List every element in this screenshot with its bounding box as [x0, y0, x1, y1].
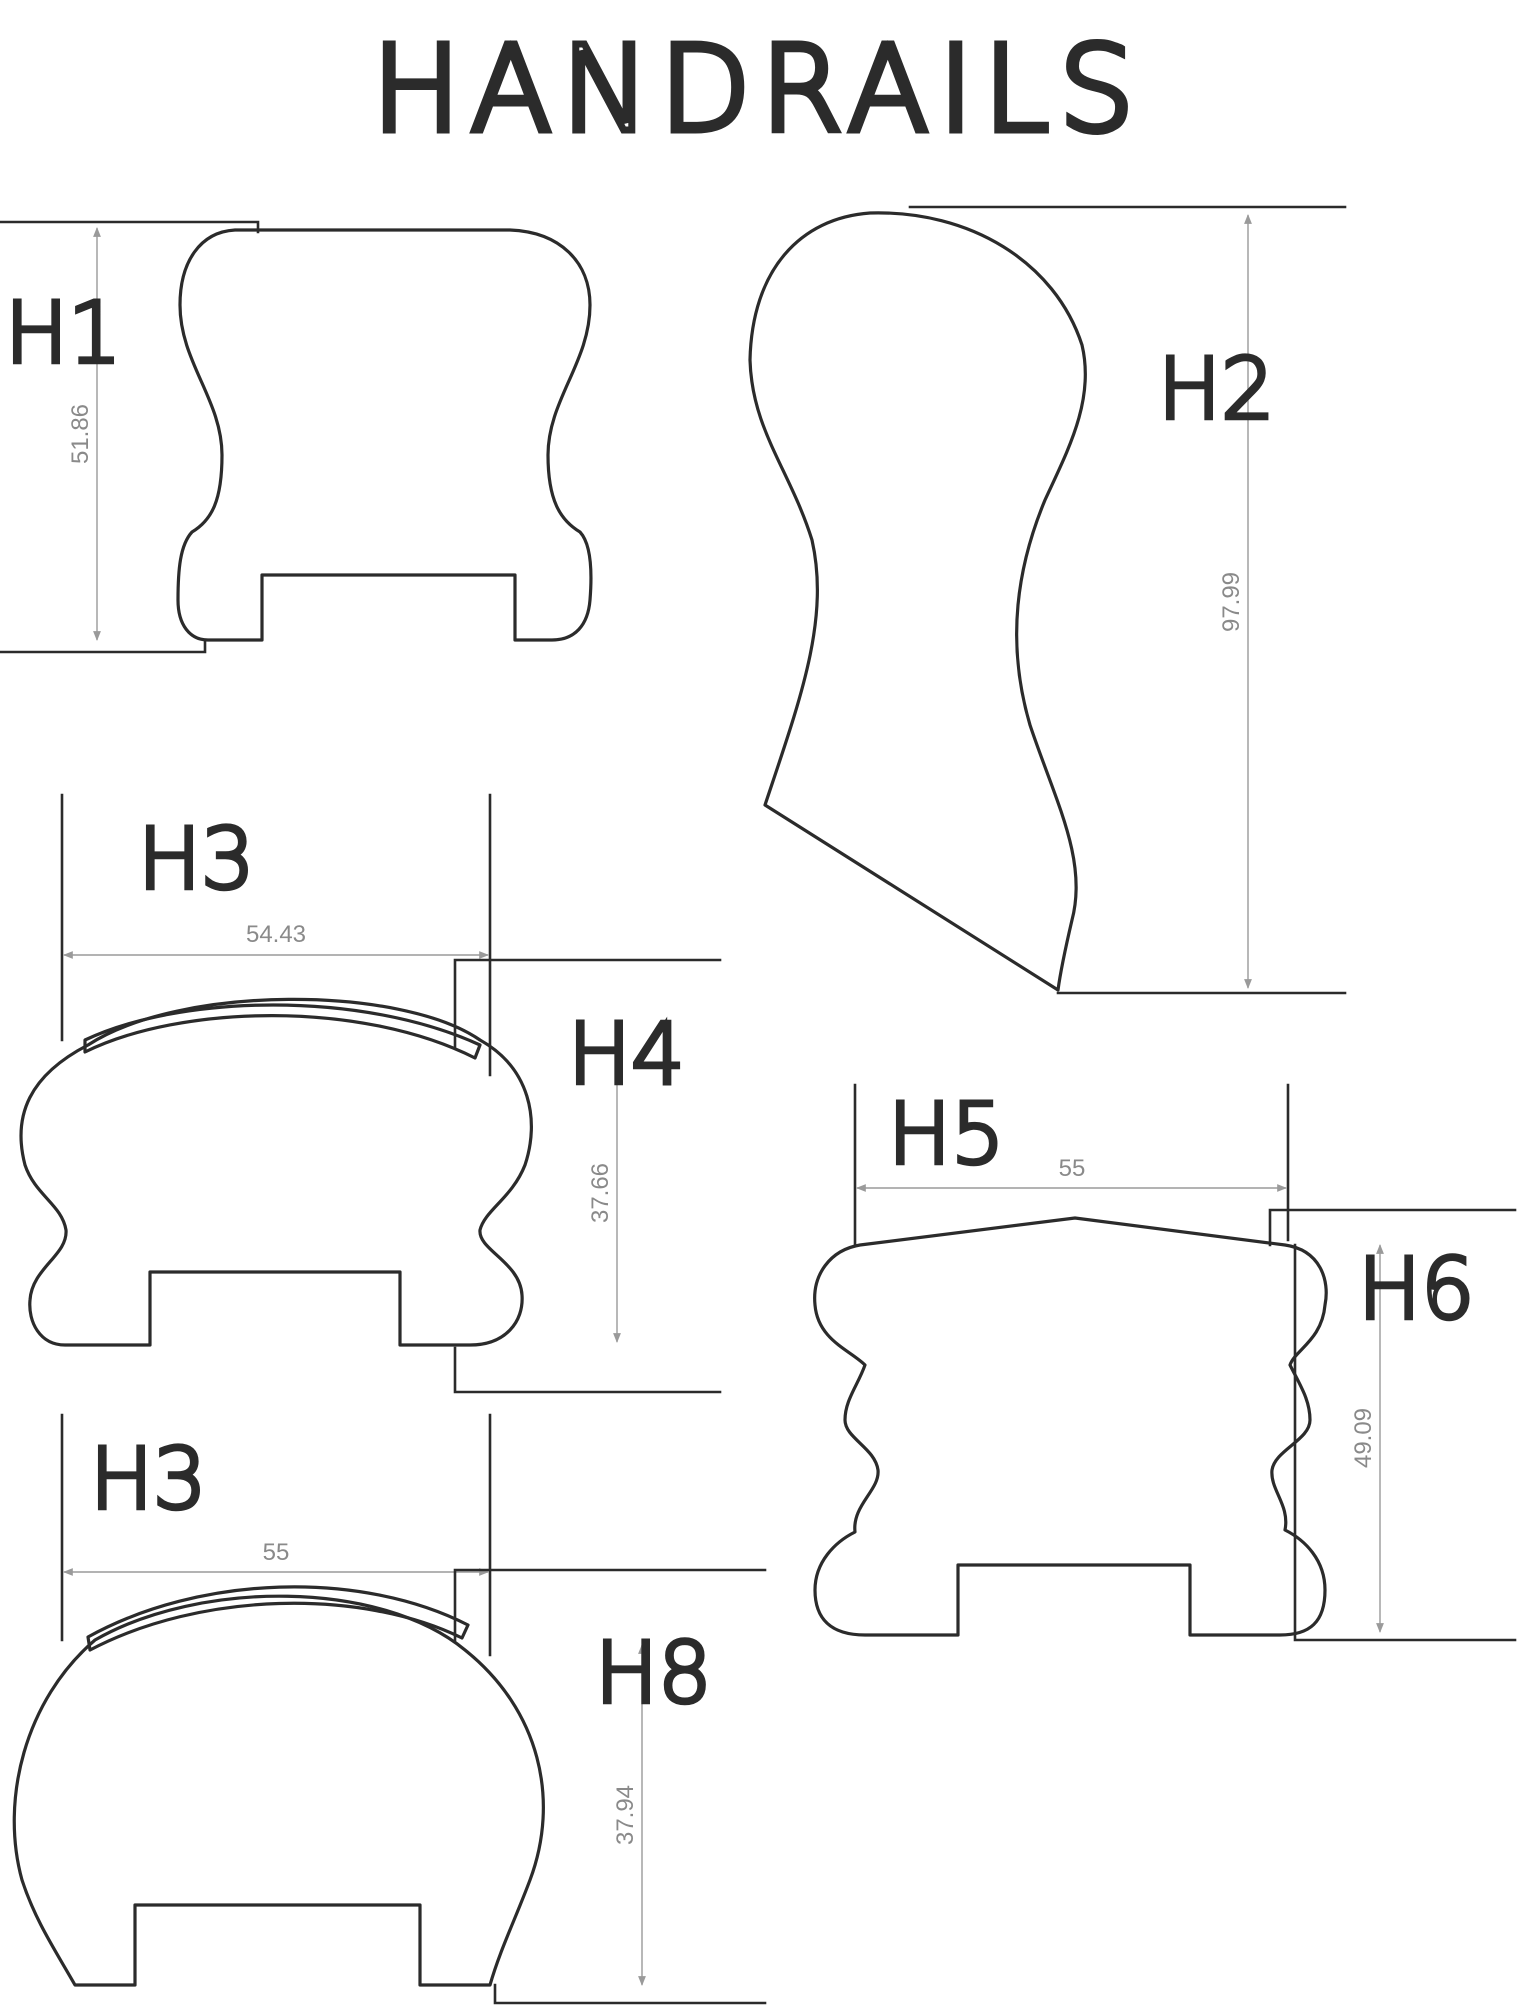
h4-extension-lines [453, 958, 722, 1394]
profile-h8: 37.94 H8 [12, 1568, 767, 2005]
h5-label: H5 [888, 1085, 1005, 1183]
h3-upper-dimension-value: 54.43 [246, 921, 306, 948]
h6-outline [813, 1216, 1328, 1637]
h1-outline [176, 228, 593, 642]
h8-outline [12, 1594, 545, 1987]
profile-h4: 37.66 H4 [19, 958, 722, 1394]
h8-extension-lines [453, 1568, 767, 2005]
h3-lower-extension-lines [60, 1413, 492, 1657]
h8-dimension-value: 37.94 [612, 1785, 639, 1845]
h8-label: H8 [595, 1624, 712, 1722]
h4-outline [19, 997, 533, 1347]
profile-h6: 49.09 H6 [813, 1208, 1517, 1642]
h1-label: H1 [5, 284, 122, 382]
h2-label: H2 [1158, 340, 1275, 438]
h2-outline [748, 211, 1087, 992]
h5-extension-lines [853, 1083, 1290, 1247]
h3-upper-cap [83, 1003, 482, 1060]
h4-label: H4 [568, 1005, 685, 1103]
h3-lower-dimension-value: 55 [263, 1539, 290, 1566]
h6-dimension-value: 49.09 [1350, 1408, 1377, 1468]
profile-h3-lower: 55 H3 [60, 1413, 492, 1657]
profile-h2: 97.99 H2 [748, 205, 1347, 995]
h3-lower-label: H3 [90, 1430, 207, 1528]
h2-extension-lines [908, 205, 1347, 995]
h6-extension-lines [1268, 1208, 1517, 1642]
profile-h3-upper: 54.43 H3 [60, 793, 492, 1077]
page-title: HANDRAILS [372, 20, 1144, 158]
h3-lower-cap [86, 1585, 470, 1652]
h2-dimension-value: 97.99 [1218, 572, 1245, 632]
h1-dimension-value: 51.86 [67, 404, 94, 464]
h3-upper-label: H3 [138, 810, 255, 908]
profile-h1: 51.86 H1 [0, 220, 593, 654]
h3-upper-extension-lines [60, 793, 492, 1077]
profile-h5: 55 H5 [853, 1083, 1290, 1247]
h5-dimension-value: 55 [1059, 1155, 1086, 1182]
h4-dimension-value: 37.66 [587, 1163, 614, 1223]
h6-label: H6 [1358, 1240, 1475, 1338]
